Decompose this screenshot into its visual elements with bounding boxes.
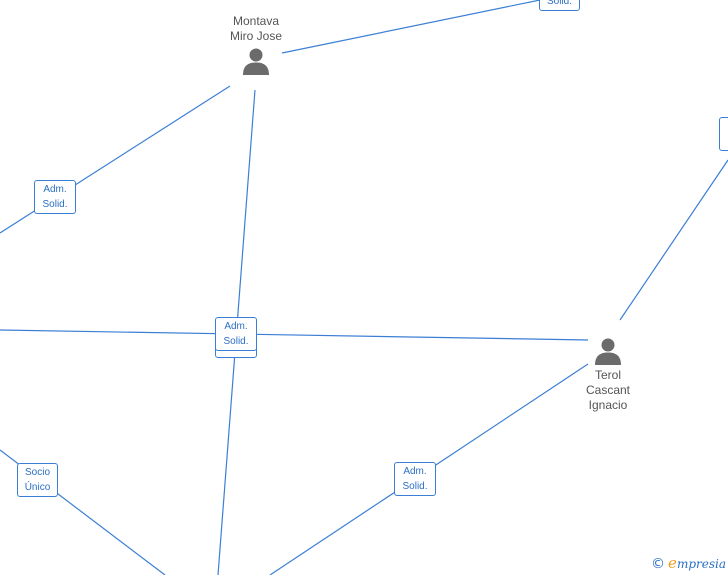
person-name-line-3: Ignacio — [588, 398, 628, 412]
person-name-line-2: Miro Jose — [229, 29, 282, 43]
edge-terol-upperright — [619, 159, 728, 321]
role-badge-upper-right-edge[interactable] — [719, 117, 728, 151]
role-badge-center[interactable]: Adm. Solid. — [215, 317, 257, 351]
role-badge-top-right[interactable]: Solid. — [539, 0, 580, 11]
person-icon — [243, 48, 269, 75]
copyright-icon: © — [651, 556, 666, 572]
badge-line: Socio — [24, 467, 50, 478]
badge-line: Solid. — [42, 199, 68, 210]
person-icon — [595, 338, 621, 365]
badge-line: Solid. — [546, 0, 572, 7]
badge-line: Adm. — [43, 184, 67, 195]
person-montava-miro-jose[interactable]: Montava Miro Jose — [218, 14, 294, 78]
brand-name: mpresia — [676, 557, 726, 571]
role-badge-lower-mid[interactable]: Adm. Solid. — [394, 462, 436, 496]
badge-line: Único — [24, 482, 51, 493]
person-name-line-1: Terol — [594, 368, 621, 382]
edge-montava-topright — [281, 0, 541, 54]
person-name-line-1: Montava — [232, 14, 280, 28]
brand-logo: ©empresia — [651, 554, 726, 572]
badge-line: Adm. — [403, 466, 427, 477]
badge-line: Solid. — [402, 481, 428, 492]
badge-line: Adm. — [224, 321, 248, 332]
person-name-line-2: Cascant — [585, 383, 631, 397]
badge-line: Solid. — [223, 336, 249, 347]
role-badge-upper-left[interactable]: Adm. Solid. — [34, 180, 76, 214]
brand-initial: e — [668, 554, 677, 572]
edge-left-center-terol — [0, 329, 589, 341]
role-badge-lower-left[interactable]: Socio Único — [17, 463, 58, 497]
person-terol-cascant-ignacio[interactable]: Terol Cascant Ignacio — [570, 334, 646, 413]
